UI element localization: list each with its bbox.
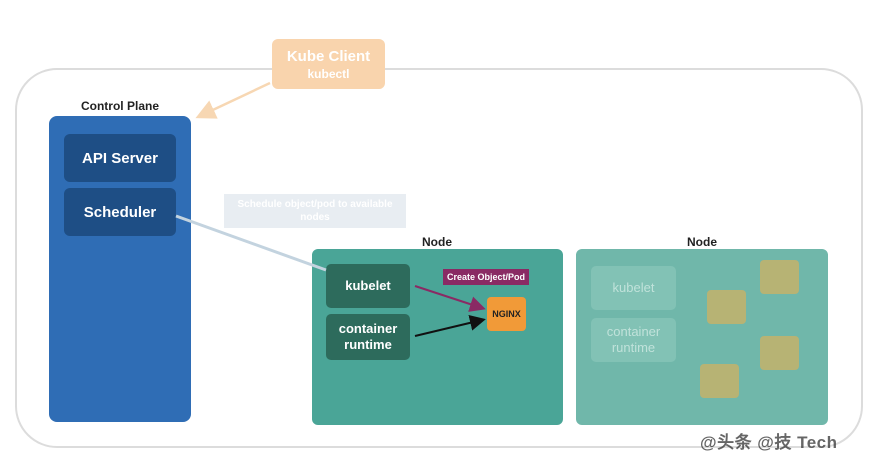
node1-kubelet-box: kubelet xyxy=(326,264,410,308)
node2-pod xyxy=(760,336,799,370)
node1-label: Node xyxy=(422,235,452,249)
schedule-note: Schedule object/pod to available nodes xyxy=(224,194,406,228)
node2-container-runtime-box: container runtime xyxy=(591,318,676,362)
node2-pod xyxy=(760,260,799,294)
scheduler-box: Scheduler xyxy=(64,188,176,236)
node2-label: Node xyxy=(687,235,717,249)
cluster-boundary xyxy=(15,68,863,448)
api-server-box: API Server xyxy=(64,134,176,182)
node2-kubelet-box: kubelet xyxy=(591,266,676,310)
kube-client-title: Kube Client xyxy=(286,47,371,65)
node1-container-runtime-box: container runtime xyxy=(326,314,410,360)
create-object-pod-tag: Create Object/Pod xyxy=(443,269,529,285)
control-plane-label: Control Plane xyxy=(80,99,159,113)
node2-pod xyxy=(707,290,746,324)
nginx-pod: NGINX xyxy=(487,297,526,331)
node2-pod xyxy=(700,364,739,398)
kube-client-subtitle: kubectl xyxy=(307,66,350,81)
kube-client-box: Kube Client kubectl xyxy=(272,39,385,89)
watermark: @头条 @技 Tech xyxy=(700,433,838,452)
